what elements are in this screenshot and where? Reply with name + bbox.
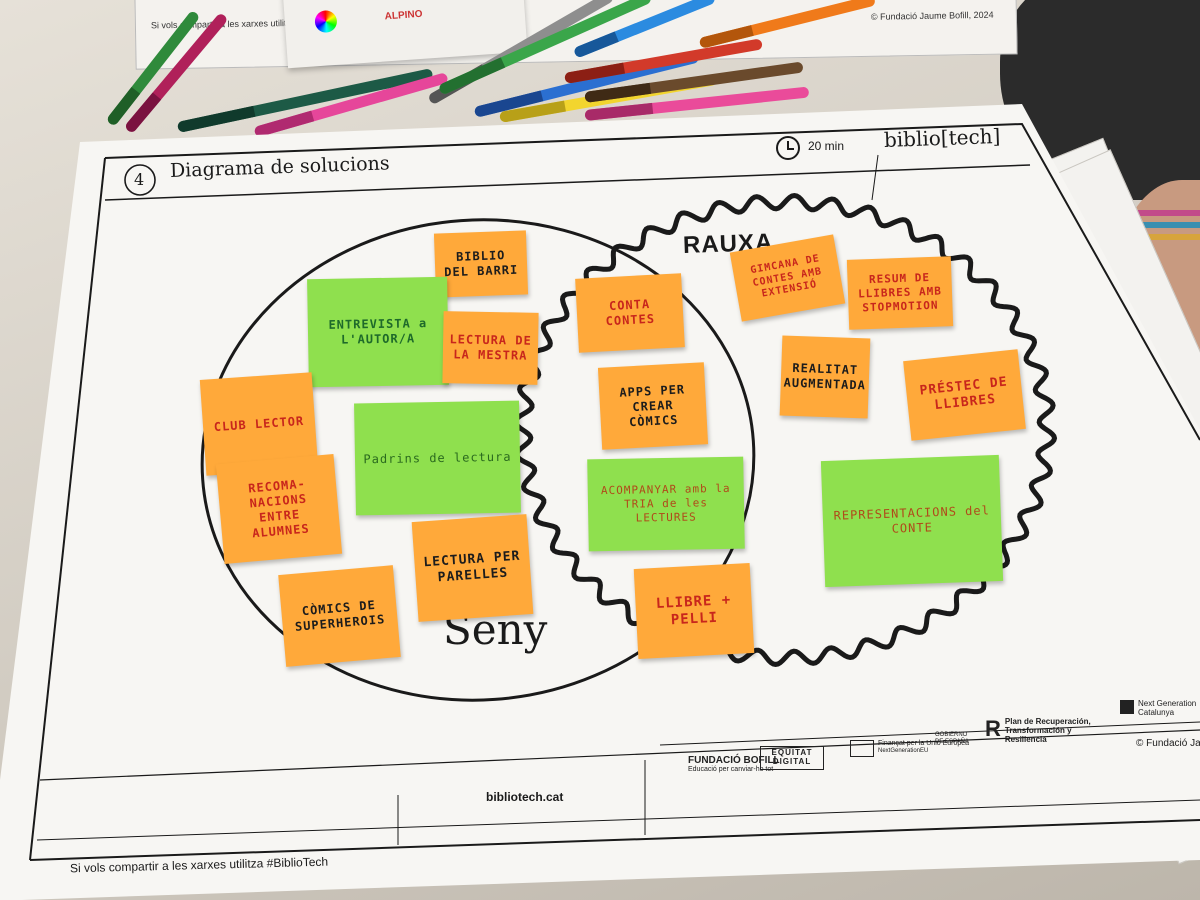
sticky-note[interactable]: CONTA CONTES	[575, 273, 685, 353]
logo-sub: NextGenerationEU	[878, 747, 929, 754]
ng-logo-icon	[1120, 700, 1134, 714]
sticky-note[interactable]: PRÉSTEC DE LLIBRES	[903, 349, 1026, 441]
bracelet	[1130, 210, 1200, 216]
sticky-note[interactable]: LECTURA DE LA MESTRA	[442, 311, 539, 385]
brand-logo: biblio[tech]	[883, 123, 1001, 152]
bracelet	[1126, 234, 1200, 240]
frame-top-line	[104, 122, 1200, 441]
sticky-note[interactable]: LLIBRE + PELLI	[633, 563, 755, 659]
sticky-note[interactable]: BIBLIO DEL BARRI	[433, 230, 529, 298]
r-logo-icon: R	[985, 716, 1001, 741]
sticky-note[interactable]: REPRESENTACIONS del CONTE	[820, 454, 1004, 588]
footer-divider	[36, 799, 1200, 841]
logo-text: Finançat per la Unió Europea	[878, 740, 970, 747]
plan-recuperacion-logo: R Plan de Recuperación, Transformación y…	[985, 716, 1095, 744]
clock-hands	[787, 141, 794, 150]
logo-text: Next Generation Catalunya	[1138, 699, 1197, 717]
footer-divider	[659, 721, 1200, 746]
copyright-text: © Fundació Jaum	[1136, 738, 1200, 749]
header-divider	[871, 154, 879, 201]
equitat-digital-logo: EQUITAT DIGITAL	[760, 746, 824, 770]
frame-left-line	[29, 157, 106, 861]
website: bibliotech.cat	[486, 790, 564, 804]
sticky-note[interactable]: LECTURA PER PARELLES	[411, 514, 534, 622]
frame-bottom-line	[29, 819, 1200, 861]
logo-text: Plan de Recuperación, Transformación y R…	[1004, 717, 1091, 744]
step-number: 4	[134, 170, 145, 189]
fundacio-bofill-logo: FUNDACIÓ BOFILL Educació per canviar-ho …	[688, 755, 780, 774]
rauxa-wavy-circle	[512, 192, 1058, 668]
bracelet	[1128, 222, 1200, 228]
sticky-note[interactable]: RESUM DE LLIBRES AMB STOPMOTION	[846, 256, 954, 330]
logo-text: FUNDACIÓ BOFILL	[688, 755, 780, 766]
seny-circle	[200, 218, 756, 702]
logo-tagline: Educació per canviar-ho tot	[688, 766, 774, 773]
footer-divider	[39, 729, 1200, 781]
sticky-note[interactable]: CÒMICS DE SUPERHEROIS	[278, 565, 401, 667]
next-generation-catalunya-logo: Next Generation Catalunya	[1120, 699, 1198, 718]
gobierno-logo: GOBIERNO DE ESPAÑA	[935, 732, 969, 745]
sticky-note[interactable]: ACOMPANYAR amb la TRIA de les LECTURES	[587, 456, 745, 552]
step-number-circle	[124, 164, 156, 196]
eu-flag-icon	[850, 740, 874, 757]
eu-logo: Finançat per la Unió Europea NextGenerat…	[850, 740, 969, 757]
sticky-note[interactable]: ENTREVISTA a L'AUTOR/A	[307, 276, 449, 388]
sticky-note[interactable]: APPS PER CREAR CÒMICS	[597, 362, 709, 450]
clock-icon	[776, 136, 800, 160]
duration: 20 min	[808, 139, 845, 153]
sticky-note[interactable]: REALITAT AUGMENTADA	[779, 335, 871, 419]
sticky-note[interactable]: Padrins de lectura	[354, 400, 521, 516]
sticky-note[interactable]: RECOMA-NACIONS ENTRE ALUMNES	[215, 454, 343, 564]
